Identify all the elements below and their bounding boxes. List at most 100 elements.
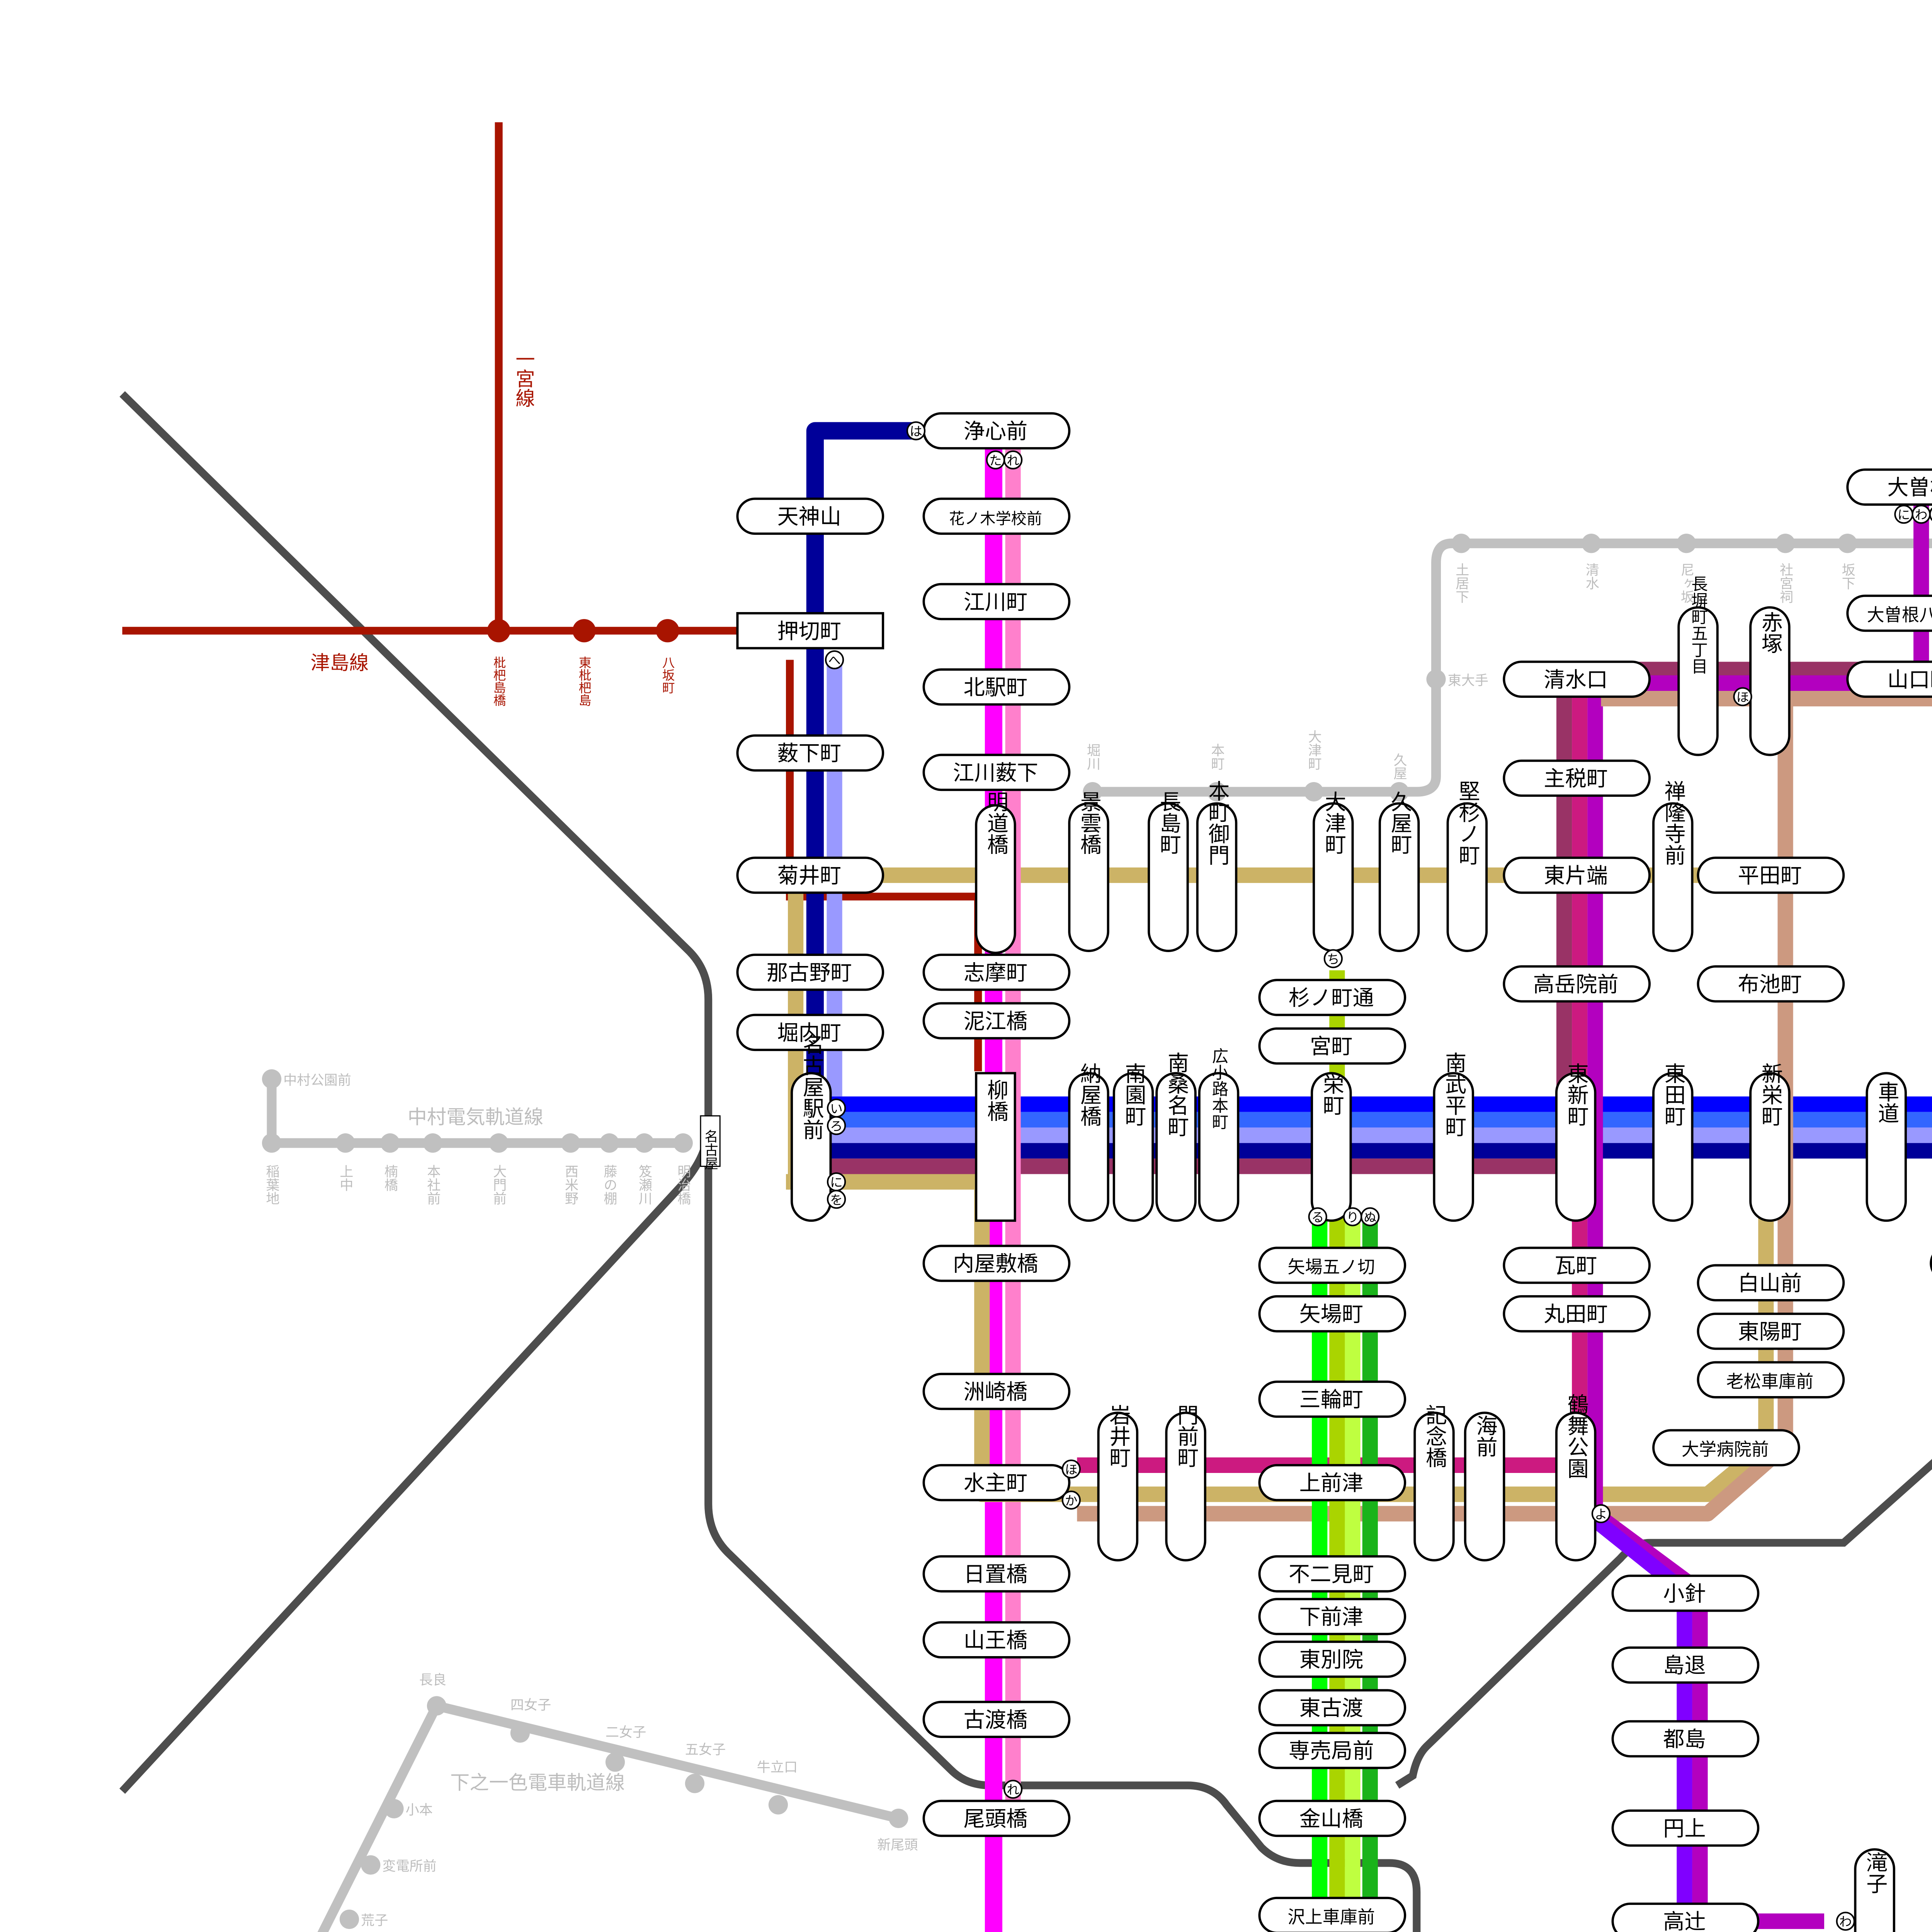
station-yamaguchicho[interactable]: 山口町 bbox=[1846, 660, 1932, 698]
station-takaokainmae[interactable]: 高岳院前 bbox=[1503, 965, 1651, 1003]
station-takatsuji[interactable]: 高辻 bbox=[1611, 1902, 1760, 1932]
station-mizunushicho[interactable]: 水主町 bbox=[922, 1464, 1071, 1502]
station-toyocho[interactable]: 東陽町 bbox=[1697, 1313, 1845, 1350]
svg-text:花ノ木学校前: 花ノ木学校前 bbox=[949, 510, 1042, 528]
station-higashifuruwatari[interactable]: 東古渡 bbox=[1258, 1689, 1406, 1726]
station-nayabashi[interactable]: 納屋橋 bbox=[1068, 1063, 1109, 1222]
station-otsucho[interactable]: 大津町 bbox=[1313, 791, 1354, 952]
station-kaimae[interactable]: 海前 bbox=[1464, 1412, 1505, 1561]
station-kurumamichi[interactable]: 車道 bbox=[1866, 1072, 1907, 1222]
station-horiuchicho[interactable]: 堀内町 bbox=[736, 1014, 884, 1051]
station-yabushitacho[interactable]: 薮下町 bbox=[736, 734, 884, 772]
station-shinsakaemachi[interactable]: 新栄町 bbox=[1749, 1063, 1791, 1222]
station-yabacho[interactable]: 矢場町 bbox=[1258, 1295, 1406, 1333]
station-sannobashi[interactable]: 山王橋 bbox=[922, 1621, 1071, 1659]
station-chikusa[interactable]: 千種 bbox=[1930, 1246, 1932, 1281]
station-tsurumaikoen[interactable]: 鶴舞公園 bbox=[1555, 1393, 1597, 1561]
station-yabagonokiri[interactable]: 矢場五ノ切 bbox=[1258, 1247, 1406, 1284]
station-hiokibashi[interactable]: 日置橋 bbox=[922, 1555, 1071, 1593]
station-egawacho[interactable]: 江川町 bbox=[922, 583, 1071, 621]
station-suginomachidori[interactable]: 杉ノ町通 bbox=[1258, 979, 1406, 1016]
badge-wo: を bbox=[827, 1190, 846, 1209]
svg-text:西米野: 西米野 bbox=[563, 1164, 578, 1205]
minor-stations bbox=[262, 534, 1857, 1929]
station-nagoyaekimae[interactable]: 名古屋駅前 bbox=[791, 1033, 832, 1222]
station-minamikuwanacho[interactable]: 南桑名町 bbox=[1155, 1052, 1197, 1222]
svg-text:薮下町: 薮下町 bbox=[777, 742, 841, 766]
station-shimanoki[interactable]: 島退 bbox=[1611, 1646, 1760, 1684]
station-hananokigakko[interactable]: 花ノ木学校前 bbox=[922, 497, 1071, 535]
svg-text:清水: 清水 bbox=[1583, 563, 1599, 590]
station-miyakojima[interactable]: 都島 bbox=[1611, 1720, 1760, 1758]
label-tsushima: 津島線 bbox=[311, 651, 369, 674]
station-hirokojihonmachi[interactable]: 広小路本町 bbox=[1198, 1048, 1240, 1222]
station-shimizuguchi[interactable]: 清水口 bbox=[1503, 660, 1651, 698]
station-heidacho[interactable]: 平田町 bbox=[1697, 856, 1845, 894]
station-kinenbashi[interactable]: 記念橋 bbox=[1413, 1404, 1455, 1561]
station-kanayamabashi[interactable]: 金山橋 bbox=[1258, 1799, 1406, 1837]
station-hakusanmae[interactable]: 白山前 bbox=[1697, 1264, 1845, 1301]
station-shimomaezu[interactable]: 下前津 bbox=[1258, 1598, 1406, 1635]
station-nagabeicho[interactable]: 長塀町五丁目 bbox=[1677, 575, 1719, 756]
station-daigakubyoin[interactable]: 大学病院前 bbox=[1652, 1429, 1800, 1466]
svg-text:赤塚: 赤塚 bbox=[1757, 611, 1782, 654]
station-nunoikecho[interactable]: 布池町 bbox=[1697, 965, 1845, 1003]
station-oshikiricho[interactable]: 押切町 bbox=[736, 612, 884, 650]
station-katasuginocho[interactable]: 堅杉ノ町 bbox=[1446, 780, 1488, 952]
station-ozonehachiman[interactable]: 大曽根八幡前 bbox=[1846, 594, 1932, 632]
svg-text:小本: 小本 bbox=[406, 1802, 433, 1818]
station-kamimaezu[interactable]: 上前津 bbox=[1258, 1464, 1406, 1502]
station-kawaracho[interactable]: 瓦町 bbox=[1503, 1247, 1651, 1284]
station-monzencho[interactable]: 門前町 bbox=[1165, 1404, 1206, 1561]
station-nagonocho[interactable]: 那古野町 bbox=[736, 953, 884, 991]
svg-text:平田町: 平田町 bbox=[1738, 864, 1802, 888]
station-kobari[interactable]: 小針 bbox=[1611, 1575, 1760, 1612]
badge-ha: は bbox=[906, 421, 926, 440]
station-marutacho[interactable]: 丸田町 bbox=[1503, 1295, 1651, 1333]
svg-text:四女子: 四女子 bbox=[510, 1697, 551, 1713]
station-kitaekimae[interactable]: 北駅町 bbox=[922, 668, 1071, 706]
station-higashidacho[interactable]: 東田町 bbox=[1652, 1063, 1694, 1222]
station-meidobashi[interactable]: 明道橋 bbox=[975, 791, 1016, 954]
badge-ka2: か bbox=[1929, 507, 1932, 521]
station-minamizonocho[interactable]: 南園町 bbox=[1112, 1063, 1154, 1222]
station-oimatsu[interactable]: 老松車庫前 bbox=[1697, 1361, 1845, 1399]
station-yanagibashi[interactable]: 柳橋 bbox=[975, 1072, 1016, 1222]
station-suzakibashi[interactable]: 洲崎橋 bbox=[922, 1372, 1071, 1410]
station-uchiyashikibashi[interactable]: 内屋敷橋 bbox=[922, 1245, 1071, 1282]
station-senbaikyokumae[interactable]: 専売局前 bbox=[1258, 1731, 1406, 1769]
station-egawayabushita[interactable]: 江川薮下 bbox=[922, 753, 1071, 791]
station-sakaemachi[interactable]: 栄町 bbox=[1311, 1072, 1352, 1222]
station-tenjinyama[interactable]: 天神山 bbox=[736, 497, 884, 535]
station-ozone[interactable]: 大曽根 bbox=[1846, 468, 1932, 506]
svg-text:大津町: 大津町 bbox=[1306, 730, 1322, 770]
station-shuzeicho[interactable]: 主税町 bbox=[1503, 759, 1651, 797]
station-otobashi[interactable]: 尾頭橋 bbox=[922, 1799, 1071, 1837]
station-minamibuheicho[interactable]: 南武平町 bbox=[1433, 1052, 1474, 1222]
tram-stations-v: 明道橋 名古屋駅前 柳橋 納屋橋 南園町 南桑名町 広小路本町 栄町 南武平町 … bbox=[791, 575, 1907, 1932]
station-miyacho[interactable]: 宮町 bbox=[1258, 1027, 1406, 1065]
station-fujimicho[interactable]: 不二見町 bbox=[1258, 1555, 1406, 1593]
station-keiunbashi[interactable]: 景雲橋 bbox=[1068, 791, 1109, 952]
station-takiko[interactable]: 滝子 bbox=[1854, 1848, 1895, 1932]
station-kikuicho[interactable]: 菊井町 bbox=[736, 856, 884, 894]
station-iwaicho[interactable]: 岩井町 bbox=[1097, 1404, 1139, 1561]
station-furuwatari[interactable]: 古渡橋 bbox=[922, 1701, 1071, 1738]
station-enjo[interactable]: 円上 bbox=[1611, 1809, 1760, 1847]
station-higashibetsuin[interactable]: 東別院 bbox=[1258, 1640, 1406, 1678]
station-higashikataha[interactable]: 東片端 bbox=[1503, 856, 1651, 894]
station-sawakami[interactable]: 沢上車庫前 bbox=[1258, 1896, 1406, 1932]
station-nagashimacho[interactable]: 長島町 bbox=[1148, 791, 1189, 952]
svg-text:笈瀬川: 笈瀬川 bbox=[636, 1164, 652, 1205]
station-shimacho[interactable]: 志摩町 bbox=[922, 953, 1071, 991]
station-zenryujimae[interactable]: 禅隆寺前 bbox=[1652, 780, 1694, 952]
station-joshinmae[interactable]: 浄心前 bbox=[922, 412, 1071, 450]
station-higashishinmachi[interactable]: 東新町 bbox=[1555, 1063, 1597, 1222]
station-akatsuka[interactable]: 赤塚 bbox=[1749, 606, 1791, 756]
station-deiebashi[interactable]: 泥江橋 bbox=[922, 1002, 1071, 1039]
station-hisayacho[interactable]: 久屋町 bbox=[1378, 791, 1420, 952]
station-honmachigomon[interactable]: 本町御門 bbox=[1196, 780, 1238, 952]
svg-text:南武平町: 南武平町 bbox=[1441, 1052, 1466, 1137]
meitetsu-station-dots bbox=[487, 619, 679, 643]
station-miwacho[interactable]: 三輪町 bbox=[1258, 1380, 1406, 1418]
